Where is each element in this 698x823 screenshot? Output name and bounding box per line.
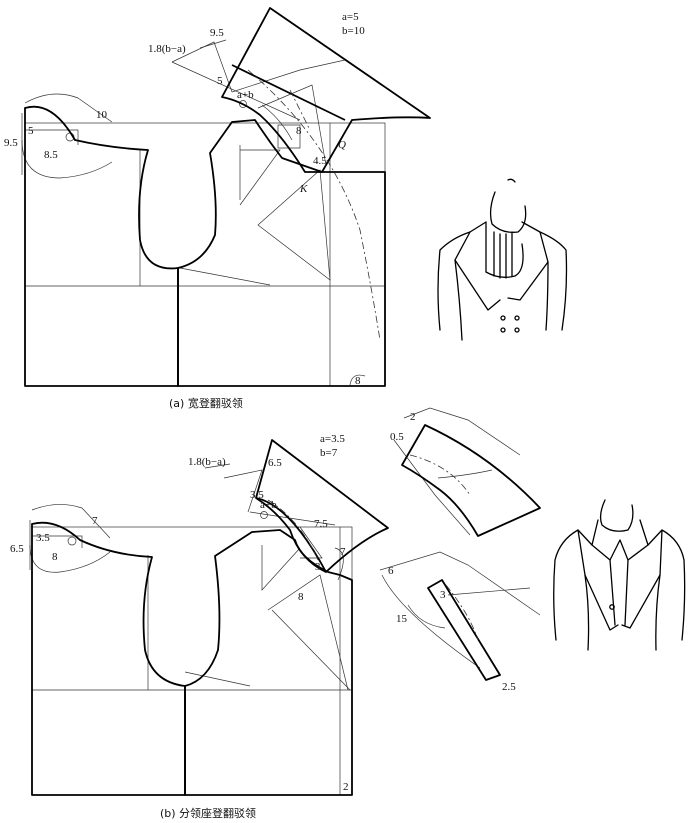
dim-label: 8 [355, 375, 361, 387]
dim-label: 9.5 [210, 27, 224, 39]
dim-label: 6.5 [268, 457, 282, 469]
diagram-b-guides [29, 463, 353, 796]
dim-label: a+b [237, 89, 254, 101]
dim-label: 7 [340, 546, 346, 558]
dim-label: 8 [52, 551, 58, 563]
formula-label: 1.8(b−a) [148, 43, 186, 55]
diagram-b-bodice-outline [31, 439, 389, 796]
point-k-label: K [299, 183, 308, 195]
dim-label: 6.5 [10, 543, 24, 555]
param-b-label: b=7 [320, 447, 338, 459]
dim-label: 10 [96, 109, 108, 121]
dim-label: 9.5 [4, 137, 18, 149]
diagram-a: a=5 b=10 1.8(b−a) 9.5 5 a+b 8 4.5 10 9.5… [4, 7, 431, 410]
caption-b: (b) 分领座登翻驳领 [160, 806, 256, 820]
param-a-label: a=5 [342, 11, 359, 23]
dim-label: 2 [343, 781, 349, 793]
formula-label: 1.8(b−a) [188, 456, 226, 468]
dim-label: 8.5 [44, 149, 58, 161]
dim-label: 2 [410, 411, 416, 423]
dim-label: 0.5 [390, 431, 404, 443]
diagram-a-roll-line-2 [289, 89, 311, 131]
diagram-a-roll-line [247, 69, 381, 341]
point-q-label: Q [338, 139, 346, 151]
diagram-b-labels: a=3.5 b=7 1.8(b−a) 6.5 3.5 a+b 7.5 7 3 8… [10, 433, 349, 820]
dim-label: 3.5 [36, 532, 50, 544]
dim-label: 3.5 [250, 489, 264, 501]
param-b-label: b=10 [342, 25, 365, 37]
diagram-b: a=3.5 b=7 1.8(b−a) 6.5 3.5 a+b 7.5 7 3 8… [10, 433, 389, 820]
dim-label: 6 [388, 565, 394, 577]
diagram-a-bodice-outline [24, 7, 431, 387]
dim-label: 5 [217, 75, 223, 87]
shirt-collar-jacket-illustration-icon [553, 499, 686, 651]
dim-label: 7.5 [314, 518, 328, 530]
diagram-a-guides [21, 39, 386, 387]
dim-label: 7 [92, 515, 98, 527]
dim-label: 5 [28, 125, 34, 137]
dim-label: a+b [260, 499, 277, 511]
pieces-labels: 2 0.5 6 15 3 2.5 [388, 411, 516, 693]
dim-label: 8 [298, 591, 304, 603]
diagram-a-labels: a=5 b=10 1.8(b−a) 9.5 5 a+b 8 4.5 10 9.5… [4, 11, 365, 410]
dim-label: 2.5 [502, 681, 516, 693]
dim-label: 4.5 [313, 155, 327, 167]
dim-label: 3 [315, 561, 321, 573]
dim-label: 3 [440, 589, 446, 601]
diagram-b-roll-line [267, 499, 319, 561]
caption-a: (a) 宽登翻驳领 [169, 396, 243, 410]
dim-label: 15 [396, 613, 408, 625]
diagram-b-collar-pieces: 2 0.5 6 15 3 2.5 [379, 407, 541, 693]
param-a-label: a=3.5 [320, 433, 345, 445]
turtleneck-jacket-illustration-icon [437, 178, 568, 341]
dim-label: 8 [296, 125, 302, 137]
